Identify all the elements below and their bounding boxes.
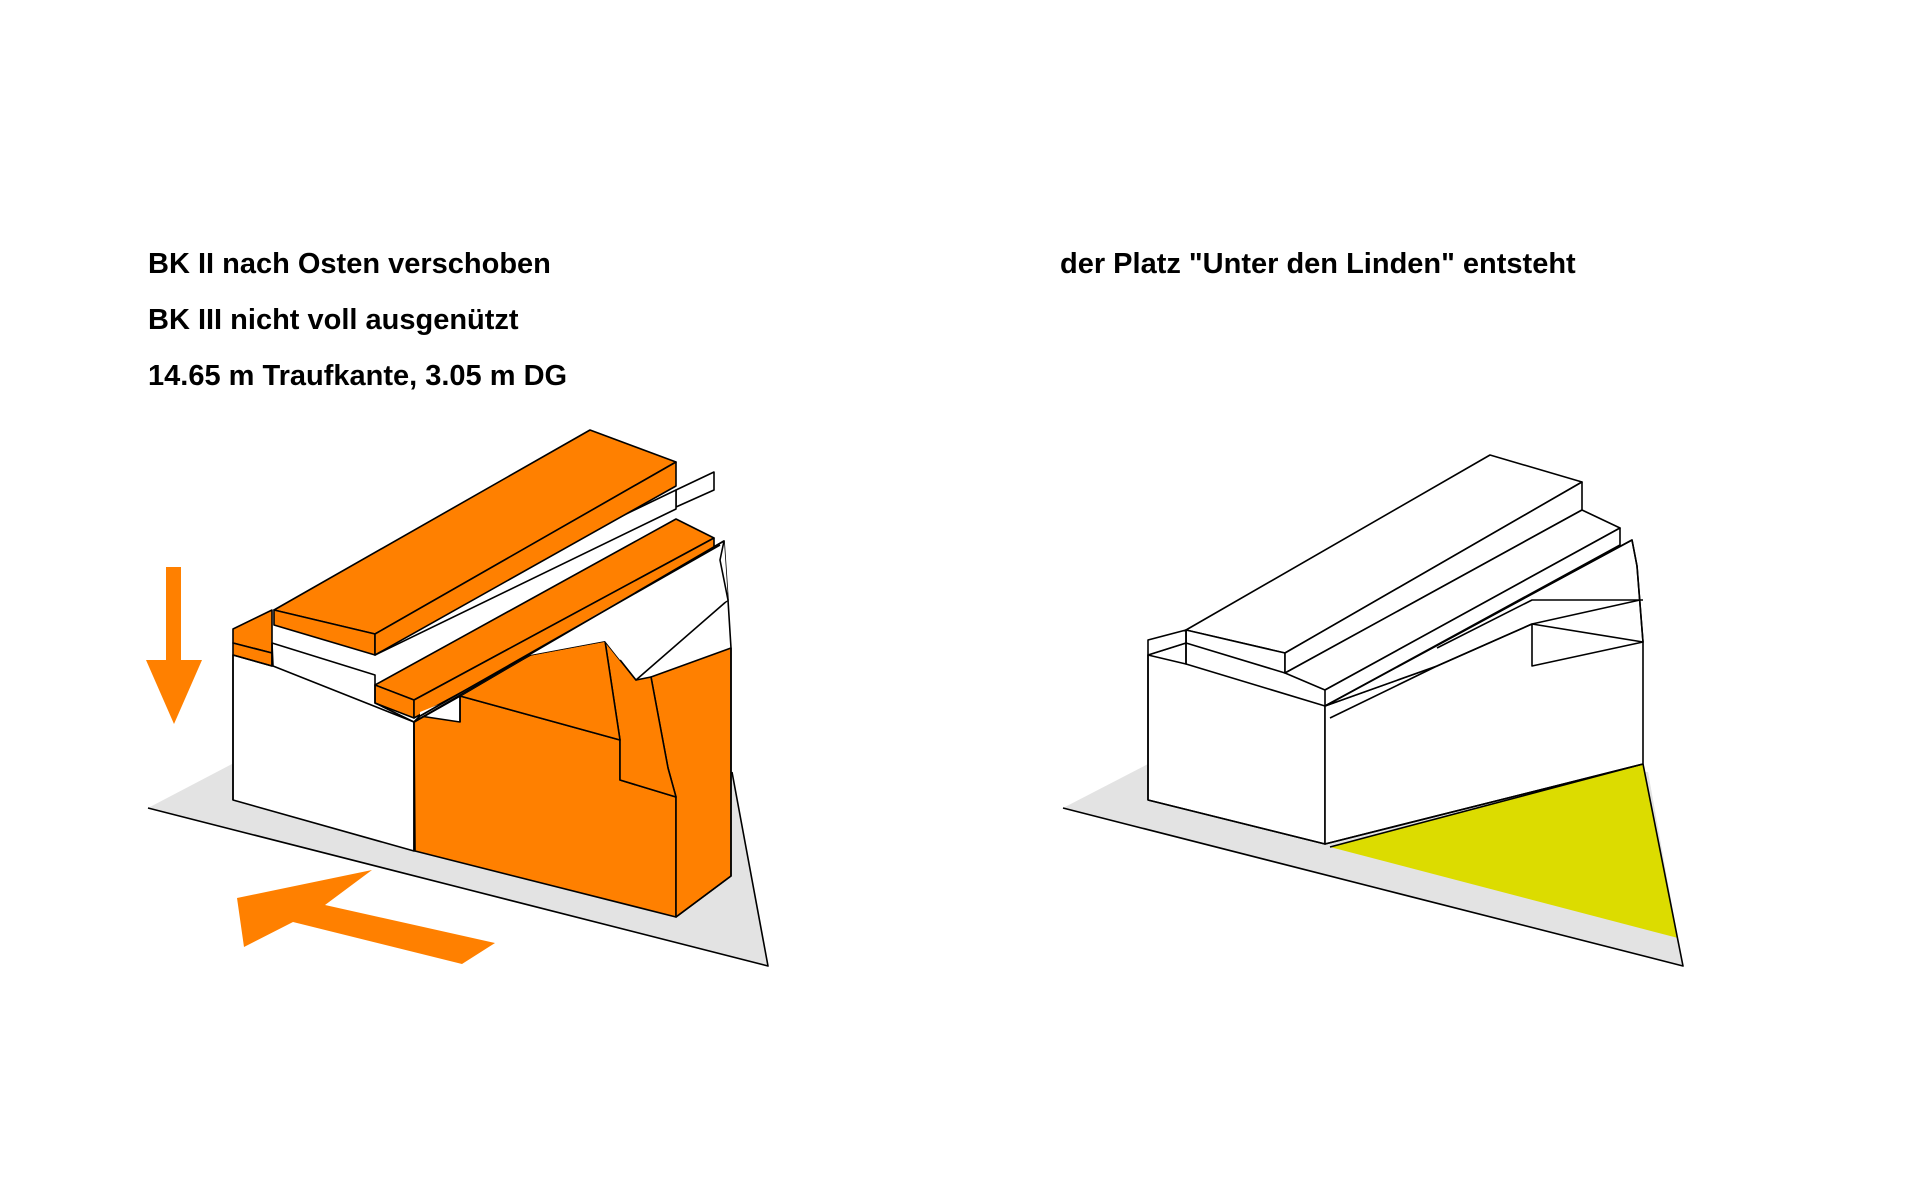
left-step-roof-white	[675, 471, 715, 508]
right-roof-mid-end	[1324, 527, 1621, 707]
left-caption-line-1: BK II nach Osten verschoben	[148, 248, 551, 280]
left-ground-edge	[147, 771, 769, 967]
right-roof-low-ridge	[1329, 599, 1641, 719]
left-caption-line-3: 14.65 m Traufkante, 3.05 m DG	[148, 360, 568, 392]
left-orange-roof-end	[374, 461, 677, 656]
right-west-outline	[1147, 630, 1187, 800]
arrow-down-icon	[146, 567, 202, 724]
left-east-outline	[675, 648, 732, 918]
right-plaza-area	[1330, 764, 1678, 938]
right-caption-line-1: der Platz "Unter den Linden" entsteht	[1060, 248, 1576, 280]
left-front-outline	[232, 642, 461, 800]
right-ground-edge	[1062, 763, 1684, 967]
left-caption-line-2: BK III nicht voll ausgenützt	[148, 304, 519, 336]
left-building-diagram	[147, 429, 769, 967]
right-building-diagram	[1062, 454, 1684, 967]
arrow-left-icon	[237, 870, 495, 964]
left-parapet-inner	[419, 544, 721, 717]
left-orange-tilted-panel	[604, 640, 677, 798]
right-roof-low-edges	[1324, 539, 1644, 707]
right-roof-low-inner	[1436, 599, 1643, 649]
right-building-base	[1147, 763, 1644, 845]
